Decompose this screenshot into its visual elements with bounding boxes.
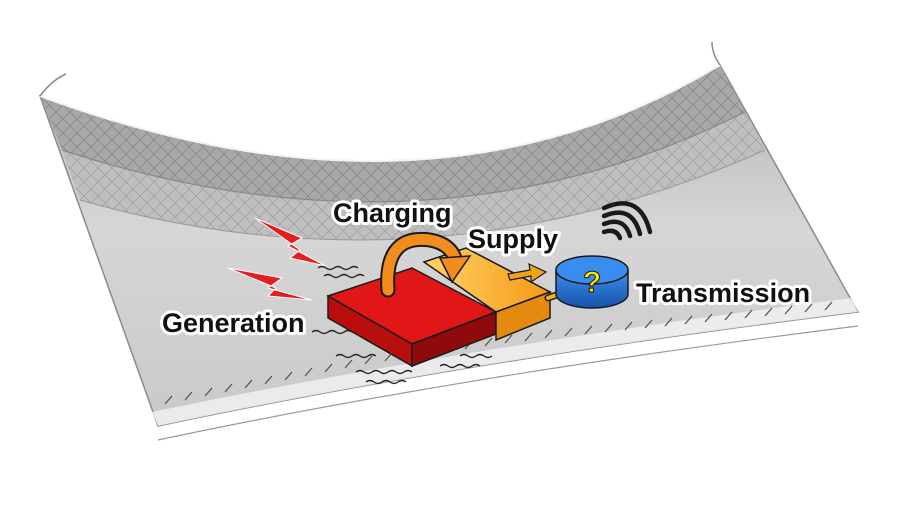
inner-mesh xyxy=(62,112,765,240)
generator-block xyxy=(326,267,498,368)
label-transmission: Transmission xyxy=(636,278,810,308)
sensor-question-mark: ? xyxy=(583,266,601,299)
supply-arrow-icon xyxy=(507,262,548,284)
label-generation: Generation xyxy=(162,308,305,338)
sensor-device: ? xyxy=(555,255,629,309)
bottom-edge-line xyxy=(157,325,859,441)
bottom-band xyxy=(152,298,858,426)
charging-arrow-icon xyxy=(380,231,472,298)
top-left-edge xyxy=(39,73,67,97)
wireless-signal-icon xyxy=(601,201,653,241)
battery-front xyxy=(495,290,551,342)
vibration-lines xyxy=(311,265,493,385)
label-supply: Supply xyxy=(468,224,558,254)
inner-line-1 xyxy=(61,111,746,203)
label-charging: Charging xyxy=(333,198,452,228)
outer-rim-line xyxy=(39,64,721,162)
lightning-icon xyxy=(227,217,327,301)
tread-mesh xyxy=(40,65,745,202)
sensor-top xyxy=(555,255,629,285)
top-right-edge xyxy=(711,41,721,66)
